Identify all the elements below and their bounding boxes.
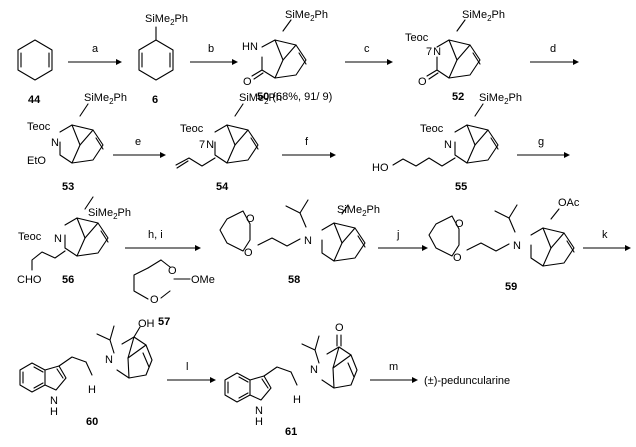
compound-57-label: 57 <box>158 316 170 328</box>
compound-61-structure <box>224 334 358 403</box>
compound-56-label: 56 <box>62 274 74 286</box>
compound-55-ho: HO <box>372 162 389 174</box>
compound-60-h: H <box>88 384 96 396</box>
compound-6-structure <box>138 26 174 81</box>
compound-60-label: 60 <box>86 416 98 428</box>
compound-59-structure <box>428 204 575 267</box>
compound-52-n7: 7N <box>426 46 441 58</box>
compound-54-n7: 7N <box>199 139 214 151</box>
compound-53-label: 53 <box>62 181 74 193</box>
compound-57-structure <box>133 259 191 300</box>
compound-58-silyl: SiMe2Ph <box>337 204 380 218</box>
arrow-j-head <box>422 245 428 251</box>
compound-61-label: 61 <box>285 426 297 438</box>
compound-54-teoc: Teoc <box>180 123 204 135</box>
compound-56-teoc: Teoc <box>18 231 42 243</box>
compound-58-label: 58 <box>288 274 300 286</box>
compound-60-n: N <box>105 354 113 366</box>
condition-d: d <box>550 43 556 55</box>
arrow-d-head <box>573 59 579 65</box>
compound-52-label: 52 <box>452 91 464 103</box>
compound-55-teoc: Teoc <box>420 123 444 135</box>
condition-k: k <box>602 229 608 241</box>
compound-56-silyl: SiMe2Ph <box>88 207 131 221</box>
compound-59-o-bottom: O <box>453 252 462 264</box>
compound-52-teoc: Teoc <box>405 32 429 44</box>
compound-60-structure <box>19 325 153 393</box>
arrow-a-head <box>116 59 122 65</box>
arrow-k-head <box>625 245 631 251</box>
condition-hi: h, i <box>148 229 163 241</box>
compound-52-silyl: SiMe2Ph <box>462 9 505 23</box>
compound-56-structure <box>31 196 109 271</box>
compound-50-label: 50 (68%, 91/ 9) <box>257 91 332 103</box>
compound-53-teoc: Teoc <box>27 121 51 133</box>
compound-59-n: N <box>513 240 521 252</box>
compound-50-o: O <box>243 76 252 88</box>
arrow-f-head <box>330 152 336 158</box>
compound-61-o: O <box>335 322 344 334</box>
condition-g: g <box>538 136 544 148</box>
compound-58-o-bottom: O <box>244 247 253 259</box>
condition-a: a <box>92 43 99 55</box>
compound-53-n: N <box>51 137 59 149</box>
compound-57-o-bottom: O <box>150 294 159 306</box>
compound-53-eto: EtO <box>27 155 46 167</box>
compound-58-structure <box>219 199 366 262</box>
condition-f: f <box>305 136 309 148</box>
compound-61-n: N <box>310 364 318 376</box>
compound-53-silyl: SiMe2Ph <box>84 92 127 106</box>
compound-55-n: N <box>444 139 452 151</box>
compound-61-h: H <box>293 394 301 406</box>
compound-59-oac: OAc <box>558 197 580 209</box>
compound-58-n: N <box>304 235 312 247</box>
condition-b: b <box>208 43 214 55</box>
compound-59-o-top: O <box>455 218 464 230</box>
compound-56-n: N <box>54 233 62 245</box>
compound-58-o-top: O <box>246 213 255 225</box>
condition-m: m <box>389 361 398 373</box>
compound-52-o: O <box>418 76 427 88</box>
arrow-b-head <box>232 59 238 65</box>
compound-60-oh: OH <box>138 318 155 330</box>
condition-e: e <box>135 136 141 148</box>
compound-54-label: 54 <box>216 181 229 193</box>
compound-50-silyl: SiMe2Ph <box>285 9 328 23</box>
compound-44-label: 44 <box>28 94 41 106</box>
compound-53-structure <box>59 103 104 164</box>
condition-c: c <box>364 43 370 55</box>
arrow-g-head <box>564 152 570 158</box>
condition-l: l <box>186 361 188 373</box>
compound-56-cho: CHO <box>17 274 42 286</box>
arrow-e-head <box>160 152 166 158</box>
compound-55-label: 55 <box>455 181 467 193</box>
compound-52-structure <box>426 19 481 80</box>
compound-59-label: 59 <box>505 281 517 293</box>
compound-57-o-top: O <box>168 265 177 277</box>
arrow-hi-head <box>195 245 201 251</box>
compound-50-structure <box>251 19 307 80</box>
compound-55-structure <box>392 103 499 167</box>
arrow-c-head <box>387 59 393 65</box>
compound-6-label: 6 <box>152 94 158 106</box>
compound-6-silyl: SiMe2Ph <box>145 13 188 27</box>
compound-54-silyl: SiMe2Ph <box>239 92 282 106</box>
condition-j: j <box>396 229 399 241</box>
compound-50-hn: HN <box>242 41 258 53</box>
final-product: (±)-peduncularine <box>424 375 510 387</box>
compound-54-structure <box>175 103 259 169</box>
compound-57-ome: OMe <box>191 274 215 286</box>
arrow-m-head <box>412 377 418 383</box>
compound-44-structure <box>17 39 53 81</box>
compound-55-silyl: SiMe2Ph <box>479 92 522 106</box>
arrow-l-head <box>210 377 216 383</box>
